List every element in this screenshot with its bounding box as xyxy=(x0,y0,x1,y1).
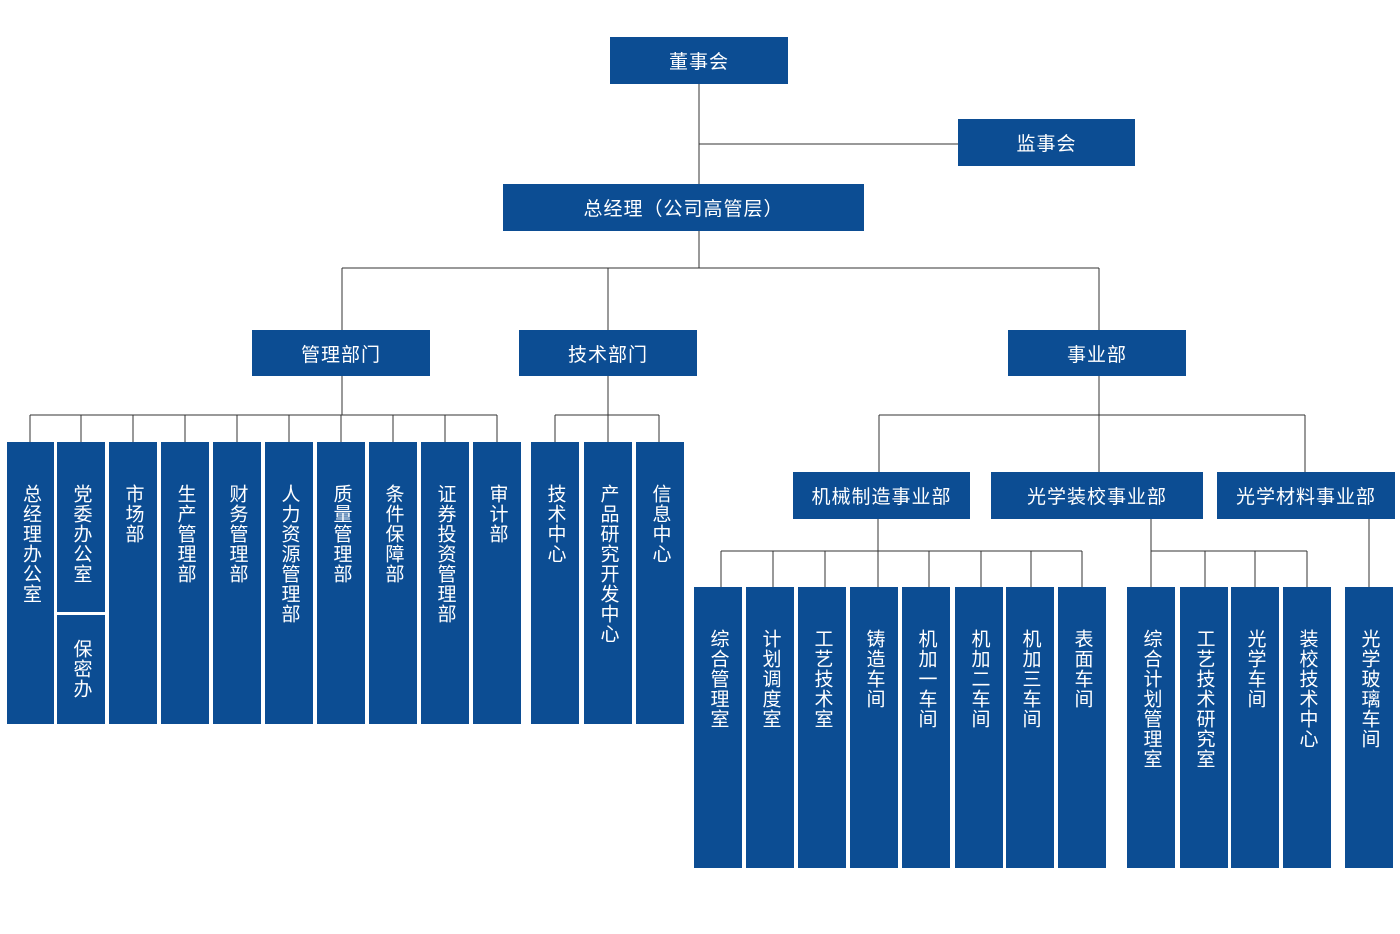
supervisory-board-box: 监事会 xyxy=(958,119,1135,166)
unit-facilities: 条件保障部 xyxy=(369,442,417,724)
unit-quality: 质量管理部 xyxy=(317,442,365,724)
unit-opt-planning: 综合计划管理室 xyxy=(1127,587,1175,868)
board-box: 董事会 xyxy=(610,37,788,84)
unit-secrecy-office: 保密办 xyxy=(57,615,105,724)
unit-party-office: 党委办公室 xyxy=(57,442,105,612)
unit-finance: 财务管理部 xyxy=(213,442,261,724)
general-manager-box: 总经理（公司高管层） xyxy=(503,184,864,231)
unit-mech-general: 综合管理室 xyxy=(694,587,742,868)
business-division-box: 事业部 xyxy=(1008,330,1186,376)
unit-mech-surface: 表面车间 xyxy=(1058,587,1106,868)
unit-mech-machining-1: 机加一车间 xyxy=(902,587,950,868)
unit-gm-office: 总经理办公室 xyxy=(7,442,54,724)
mechanical-division-box: 机械制造事业部 xyxy=(793,472,970,519)
unit-audit: 审计部 xyxy=(473,442,521,724)
unit-hr: 人力资源管理部 xyxy=(265,442,313,724)
unit-tech-center: 技术中心 xyxy=(531,442,579,724)
unit-mech-machining-2: 机加二车间 xyxy=(955,587,1003,868)
unit-production: 生产管理部 xyxy=(161,442,209,724)
unit-rnd-center: 产品研究开发中心 xyxy=(584,442,632,724)
technical-division-box: 技术部门 xyxy=(519,330,697,376)
unit-info-center: 信息中心 xyxy=(636,442,684,724)
unit-opt-workshop: 光学车间 xyxy=(1231,587,1279,868)
unit-securities: 证券投资管理部 xyxy=(421,442,469,724)
unit-market: 市场部 xyxy=(109,442,157,724)
unit-mech-machining-3: 机加三车间 xyxy=(1006,587,1054,868)
unit-glass-workshop: 光学玻璃车间 xyxy=(1345,587,1393,868)
unit-mech-planning: 计划调度室 xyxy=(746,587,794,868)
unit-mech-process: 工艺技术室 xyxy=(798,587,846,868)
optical-assembly-division-box: 光学装校事业部 xyxy=(991,472,1203,519)
unit-opt-assembly-center: 装校技术中心 xyxy=(1283,587,1331,868)
management-division-box: 管理部门 xyxy=(252,330,430,376)
unit-mech-casting: 铸造车间 xyxy=(850,587,898,868)
optical-material-division-box: 光学材料事业部 xyxy=(1217,472,1395,519)
unit-opt-process-research: 工艺技术研究室 xyxy=(1180,587,1228,868)
